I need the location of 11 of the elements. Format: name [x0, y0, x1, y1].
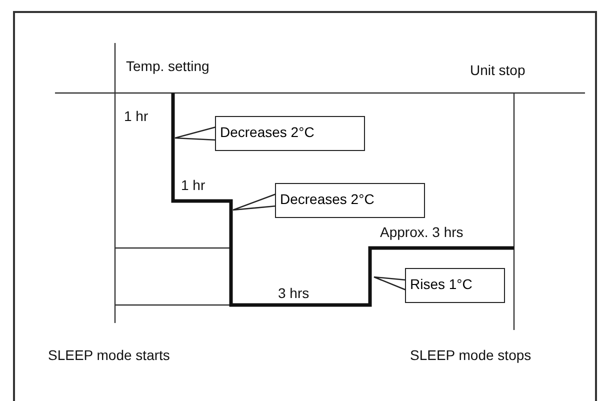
callout-box: Decreases 2°C [215, 116, 365, 151]
duration-label: Approx. 3 hrs [380, 224, 464, 240]
duration-label: 3 hrs [278, 285, 310, 301]
time-label: SLEEP mode stops [410, 347, 532, 363]
time-label: SLEEP mode starts [48, 347, 170, 363]
callout-box: Rises 1°C [405, 268, 505, 303]
axis-label: Unit stop [470, 62, 526, 78]
duration-label: 1 hr [181, 177, 206, 193]
callout-box: Decreases 2°C [275, 183, 425, 218]
axis-label: Temp. setting [126, 58, 210, 74]
duration-label: 1 hr [124, 108, 148, 124]
